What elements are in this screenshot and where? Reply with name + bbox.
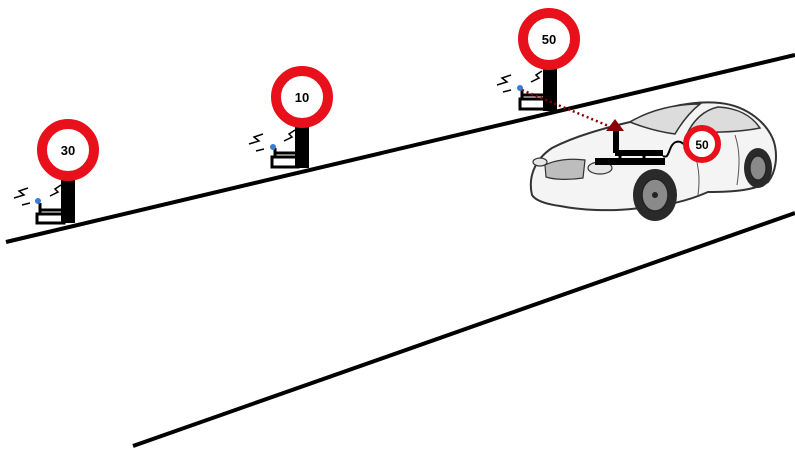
onboard-speed-display: 50 — [683, 125, 721, 163]
radio-transmitter-icon — [496, 58, 557, 111]
sign-ring — [518, 8, 580, 70]
car-grille — [544, 158, 586, 180]
car-windshield — [628, 103, 703, 135]
road-edge-lower — [132, 211, 795, 448]
beacon-dot — [517, 85, 523, 91]
sign-ring — [271, 66, 333, 128]
lightning-left-icon — [248, 133, 264, 145]
road-edge-upper — [5, 53, 795, 244]
lightning-left-icon — [13, 187, 29, 199]
speed-limit-label: 10 — [295, 90, 309, 105]
beacon-dot — [35, 198, 41, 204]
speed-sign-30: 30 — [13, 119, 99, 225]
lightning-right-icon — [283, 129, 296, 142]
lightning-left-icon — [496, 74, 512, 86]
car-icon — [529, 101, 777, 221]
car-wheel-front — [633, 169, 677, 221]
speed-limit-label: 50 — [542, 32, 556, 47]
car-wheel-rear — [744, 148, 772, 188]
onboard-speed-label: 50 — [695, 138, 709, 152]
beacon-dot — [270, 144, 276, 150]
lightning-right-icon — [49, 184, 62, 197]
radio-transmitter-icon — [13, 170, 75, 225]
lightning-right-icon — [530, 70, 543, 83]
car-headlight — [532, 157, 548, 167]
radio-transmitter-icon — [248, 115, 309, 169]
sign-ring — [683, 125, 721, 163]
speed-sign-10: 10 — [248, 66, 333, 169]
sign-ring — [37, 119, 99, 181]
speed-limit-label: 30 — [61, 143, 75, 158]
signal-link — [521, 88, 612, 129]
speed-sign-50: 50 — [496, 8, 580, 111]
